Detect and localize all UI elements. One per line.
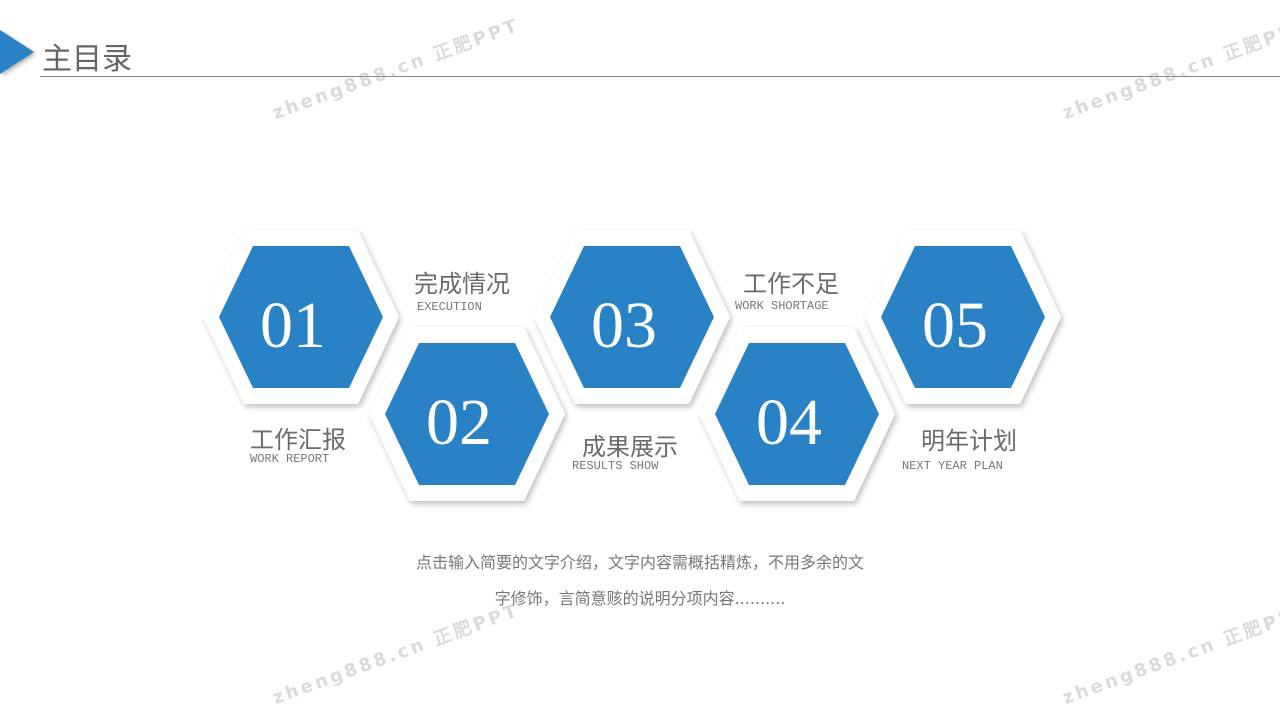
hexagon-number: 01 bbox=[260, 289, 326, 362]
title-divider bbox=[40, 76, 1280, 77]
item-05-title: 明年计划 bbox=[921, 427, 1017, 455]
hexagon-item-01[interactable]: 01 bbox=[203, 230, 399, 404]
description-line-1: 点击输入简要的文字介绍，文字内容需概括精炼，不用多余的文 bbox=[415, 553, 864, 572]
item-03-title: 成果展示 bbox=[582, 433, 678, 461]
description-line-2: 字修饰，言简意赅的说明分项内容.......... bbox=[494, 589, 786, 608]
hexagon-item-05[interactable]: 05 bbox=[865, 230, 1061, 404]
item-04-subtitle: WORK SHORTAGE bbox=[735, 299, 829, 313]
hexagon-fill bbox=[219, 246, 383, 388]
hexagon-number: 03 bbox=[591, 289, 657, 362]
item-04-title: 工作不足 bbox=[743, 270, 839, 298]
hexagon-item-02[interactable]: 02 bbox=[369, 327, 565, 501]
hexagon-number: 02 bbox=[426, 386, 492, 459]
item-02-subtitle: EXECUTION bbox=[417, 300, 482, 314]
item-01-subtitle: WORK REPORT bbox=[250, 452, 330, 466]
hexagon-fill bbox=[715, 343, 879, 485]
hexagon-fill bbox=[550, 246, 714, 388]
page-title: 主目录 bbox=[42, 42, 132, 77]
hexagon-item-04[interactable]: 04 bbox=[699, 327, 895, 501]
hexagon-item-03[interactable]: 03 bbox=[534, 230, 730, 404]
item-03-subtitle: RESULTS SHOW bbox=[572, 459, 659, 473]
item-01-title: 工作汇报 bbox=[250, 426, 346, 454]
title-arrow-icon bbox=[0, 30, 34, 74]
item-02-title: 完成情况 bbox=[414, 270, 510, 298]
hexagon-fill bbox=[385, 343, 549, 485]
hexagon-number: 05 bbox=[922, 289, 988, 362]
hexagon-number: 04 bbox=[756, 386, 822, 459]
hexagon-fill bbox=[881, 246, 1045, 388]
item-05-subtitle: NEXT YEAR PLAN bbox=[902, 459, 1003, 473]
